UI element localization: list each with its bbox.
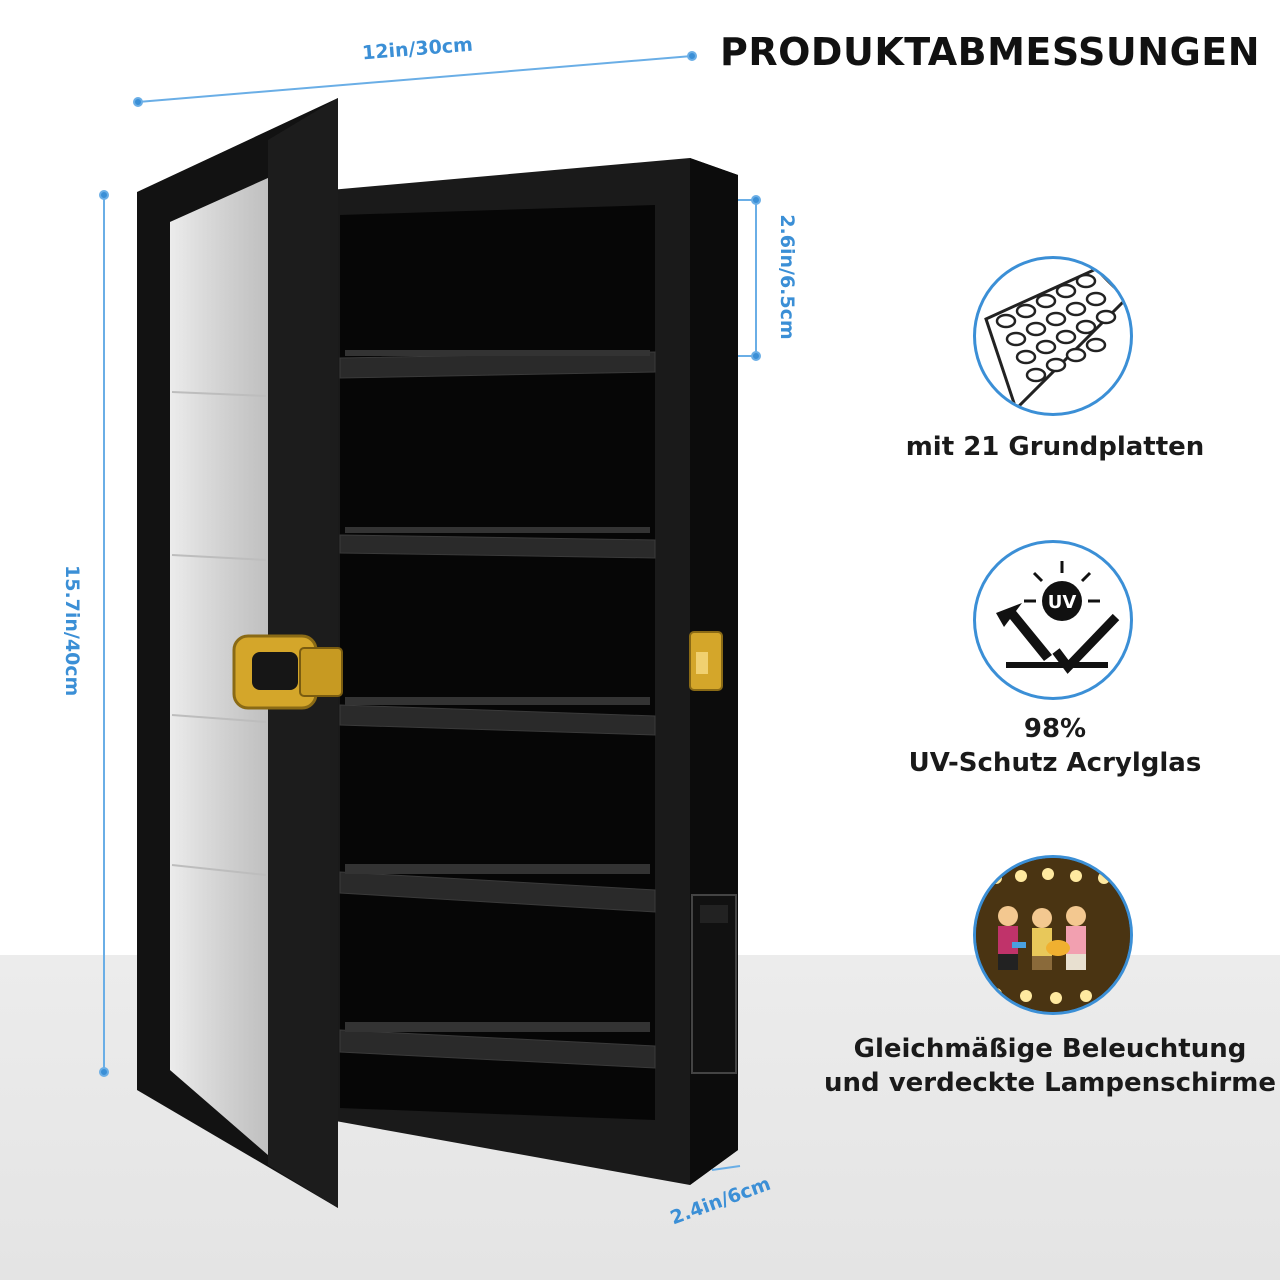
- page-title: PRODUKTABMESSUNGEN: [720, 30, 1261, 74]
- feature-uv-circle: UV: [973, 540, 1133, 700]
- height-dimension-label: 15.7in/40cm: [61, 565, 83, 697]
- feature-uv-text: 98% UV-Schutz Acrylglas: [860, 712, 1250, 780]
- feature-lighting-line1: Gleichmäßige Beleuchtung: [853, 1034, 1247, 1064]
- feature-lighting-circle: [973, 855, 1133, 1015]
- feature-uv-description: UV-Schutz Acrylglas: [908, 748, 1202, 778]
- feature-lighting-text: Gleichmäßige Beleuchtung und verdeckte L…: [820, 1032, 1280, 1100]
- glass-door: [137, 98, 343, 1208]
- shelf-gap-dimension-label: 2.6in/6.5cm: [776, 214, 798, 340]
- dimension-lines: [99, 51, 761, 1171]
- feature-uv-percentage: 98%: [1023, 714, 1087, 744]
- feature-baseplate-text: mit 21 Grundplatten: [905, 432, 1205, 462]
- uv-badge-text: UV: [1048, 592, 1077, 613]
- cabinet-body: [330, 158, 738, 1185]
- feature-lighting-line2: und verdeckte Lampenschirme: [824, 1068, 1276, 1098]
- uv-protection-icon: UV: [996, 561, 1120, 674]
- feature-baseplate-circle: [973, 256, 1133, 416]
- led-lighting-figures-icon: [976, 858, 1130, 1012]
- baseplate-icon: [984, 267, 1129, 412]
